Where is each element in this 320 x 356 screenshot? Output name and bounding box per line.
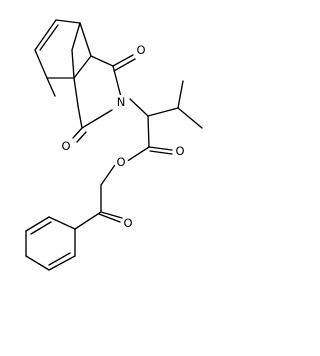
- bond: [46, 77, 56, 97]
- bond: [125, 146, 150, 163]
- bond: [55, 19, 81, 24]
- bond: [34, 49, 48, 79]
- atom-label: O: [136, 43, 145, 57]
- bond: [73, 77, 79, 107]
- bond: [112, 65, 122, 98]
- bond: [177, 80, 184, 109]
- bond: [100, 161, 118, 186]
- atom-label: O: [123, 216, 132, 230]
- bond: [147, 107, 179, 117]
- side-chain: [74, 80, 203, 230]
- phenyl-ring: [25, 216, 76, 271]
- molecule-structure: O O N O O O: [25, 19, 203, 271]
- bond: [81, 109, 113, 129]
- norbornene-cage: [34, 19, 92, 107]
- atom-o-ketone: O: [121, 216, 135, 230]
- bond: [25, 216, 50, 232]
- bond: [71, 22, 81, 51]
- bond: [48, 252, 71, 266]
- atom-n: N: [114, 95, 128, 109]
- bond: [148, 146, 173, 151]
- bond: [30, 221, 52, 235]
- bond: [79, 22, 92, 57]
- bond: [177, 107, 203, 129]
- bond: [74, 211, 102, 230]
- bond: [34, 19, 57, 51]
- atom-o-ester-carbonyl: O: [173, 144, 187, 158]
- bond: [77, 105, 83, 129]
- atom-o-top: O: [134, 43, 148, 57]
- bond: [90, 55, 114, 67]
- bond: [48, 216, 76, 230]
- bond: [129, 98, 149, 117]
- bond: [48, 255, 76, 271]
- bond: [100, 211, 123, 219]
- bond: [147, 115, 150, 148]
- bond: [98, 213, 121, 223]
- bond: [149, 150, 173, 155]
- atom-label: N: [117, 95, 126, 109]
- bond: [73, 55, 92, 79]
- atom-o-ester: O: [114, 155, 128, 169]
- atom-label: O: [175, 144, 184, 158]
- imide-ring: [72, 54, 136, 143]
- bond: [71, 49, 75, 79]
- bond: [72, 127, 83, 139]
- atom-label: O: [116, 155, 125, 169]
- atom-label: O: [61, 139, 70, 153]
- bond: [25, 255, 50, 271]
- bond: [76, 131, 87, 143]
- bond: [113, 58, 136, 72]
- atom-o-bottom: O: [59, 139, 73, 153]
- bond: [39, 24, 59, 51]
- bond: [112, 54, 134, 67]
